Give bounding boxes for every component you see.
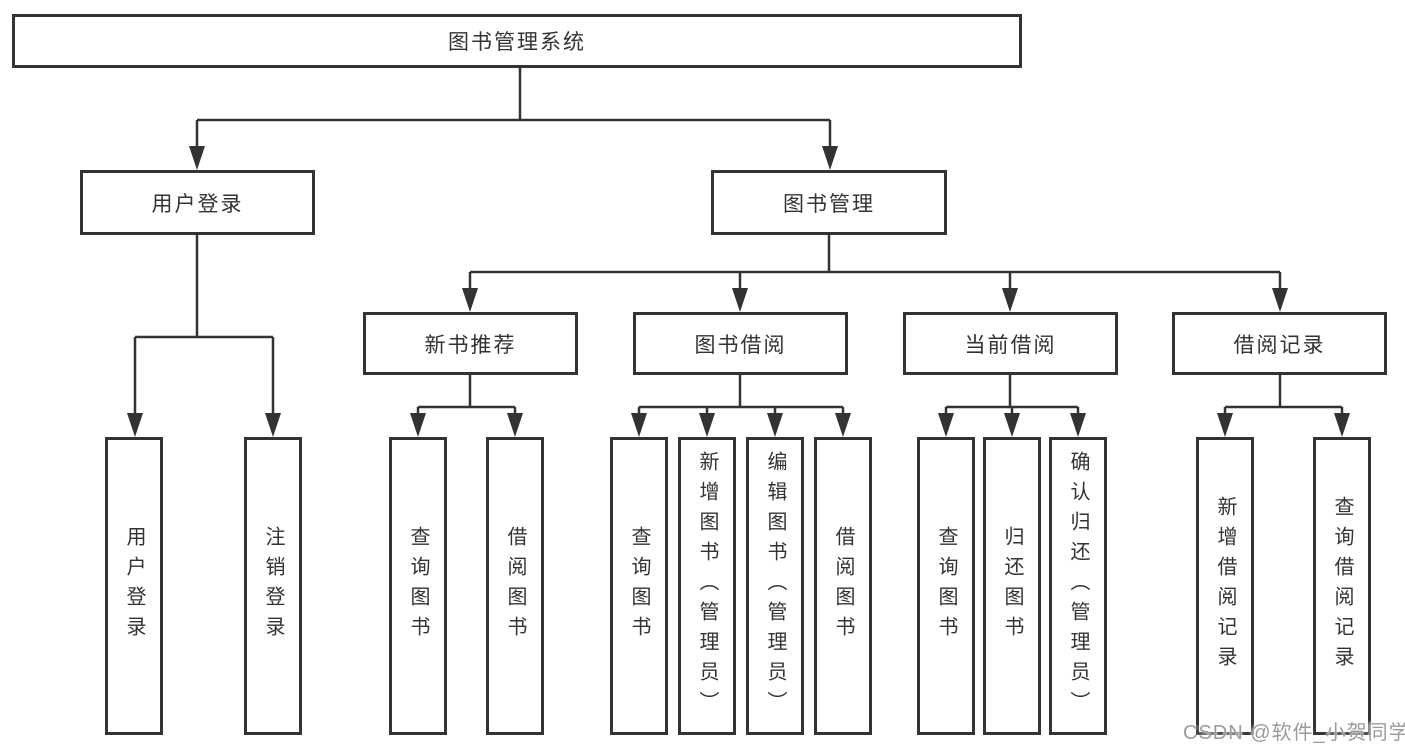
leaf-current-confirm-return-admin: 确认归还（管理员） — [1049, 437, 1107, 735]
new-book-recommend-label: 新书推荐 — [424, 333, 517, 357]
leaf-borrow-edit-book-admin-label: 编辑图书（管理员） — [764, 451, 786, 721]
leaf-newbook-borrow-book-label: 借阅图书 — [504, 526, 526, 646]
node-user-login: 用户登录 — [80, 170, 315, 235]
leaf-logout-label: 注销登录 — [262, 526, 284, 646]
node-book-management: 图书管理 — [711, 170, 947, 235]
leaf-user-login-label: 用户登录 — [123, 526, 145, 646]
csdn-watermark: CSDN @软件_小贺同学 — [1183, 722, 1405, 744]
leaf-current-confirm-return-admin-label: 确认归还（管理员） — [1067, 451, 1089, 721]
leaf-borrow-borrow-book: 借阅图书 — [814, 437, 872, 735]
leaf-record-query-record: 查询借阅记录 — [1313, 437, 1371, 735]
book-management-label: 图书管理 — [783, 192, 875, 216]
leaf-current-query-book-label: 查询图书 — [935, 526, 957, 646]
node-current-borrow: 当前借阅 — [903, 312, 1118, 375]
borrow-record-label: 借阅记录 — [1233, 333, 1326, 357]
leaf-newbook-borrow-book: 借阅图书 — [486, 437, 544, 735]
leaf-borrow-query-book-label: 查询图书 — [628, 526, 650, 646]
leaf-borrow-query-book: 查询图书 — [610, 437, 668, 735]
user-login-label: 用户登录 — [151, 192, 244, 216]
leaf-newbook-query-book-label: 查询图书 — [407, 526, 429, 646]
leaf-borrow-add-book-admin: 新增图书（管理员） — [678, 437, 736, 735]
leaf-borrow-add-book-admin-label: 新增图书（管理员） — [696, 451, 718, 721]
leaf-current-return-book: 归还图书 — [983, 437, 1041, 735]
leaf-record-add-record: 新增借阅记录 — [1196, 437, 1254, 735]
leaf-current-query-book: 查询图书 — [917, 437, 975, 735]
leaf-record-add-record-label: 新增借阅记录 — [1214, 496, 1236, 676]
leaf-record-query-record-label: 查询借阅记录 — [1331, 496, 1353, 676]
leaf-newbook-query-book: 查询图书 — [389, 437, 447, 735]
node-borrow-record: 借阅记录 — [1172, 312, 1387, 375]
leaf-user-login: 用户登录 — [105, 437, 163, 735]
node-new-book-recommend: 新书推荐 — [363, 312, 578, 375]
leaf-current-return-book-label: 归还图书 — [1001, 526, 1023, 646]
node-book-borrow: 图书借阅 — [633, 312, 848, 375]
leaf-borrow-borrow-book-label: 借阅图书 — [832, 526, 854, 646]
leaf-borrow-edit-book-admin: 编辑图书（管理员） — [746, 437, 804, 735]
current-borrow-label: 当前借阅 — [964, 333, 1057, 357]
leaf-logout: 注销登录 — [244, 437, 302, 735]
root-system-label: 图书管理系统 — [448, 31, 586, 54]
node-root-system: 图书管理系统 — [12, 14, 1022, 68]
book-borrow-label: 图书借阅 — [694, 333, 787, 357]
